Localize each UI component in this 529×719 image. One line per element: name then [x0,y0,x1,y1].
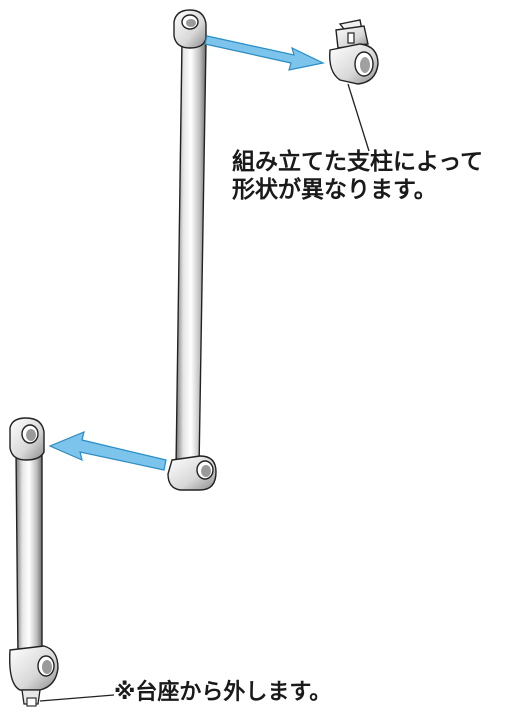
connector-note-line-1: 組み立てた支柱によって [232,149,484,175]
connector-fitting [329,19,379,85]
lower-pillar-bottom-fitting [9,645,59,707]
upper-pillar-rod [175,39,207,469]
upper-pillar-top-eye [173,9,207,49]
lower-pillar-rod [15,451,43,659]
connector-leader-line [347,83,370,152]
arrow-to-lower-pillar [48,430,167,471]
upper-pillar-bottom-eye [167,455,217,491]
lower-pillar [9,417,59,707]
base-removal-note: ※台座から外します。 [114,680,332,705]
base-leader-line [39,694,115,702]
lower-pillar-top-eye [9,417,45,461]
connector-shape-note: 組み立てた支柱によって 形状が異なります。 [232,149,483,204]
connector-note-line-2: 形状が異なります。 [232,176,437,203]
upper-pillar [167,9,217,491]
arrow-to-connector [204,35,325,71]
